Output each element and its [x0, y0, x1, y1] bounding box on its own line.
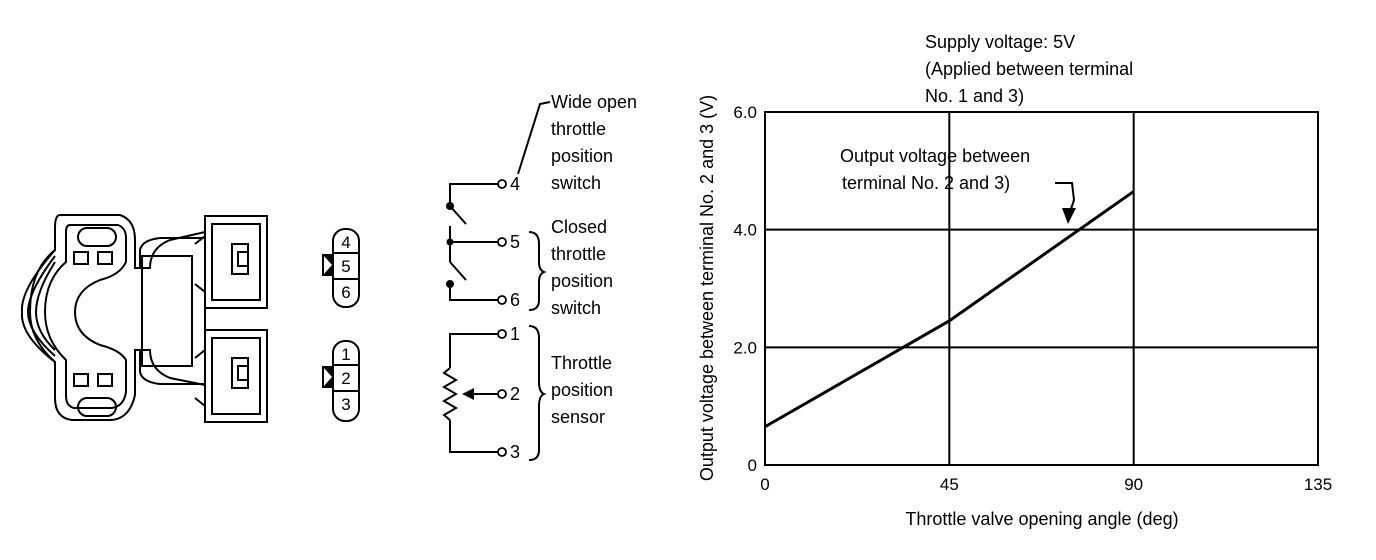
- x-tick-labels: 0 45 90 135: [760, 475, 1332, 494]
- circuit-schematic: 4 5 6 1 2 3 Wide open throttle position …: [442, 92, 642, 462]
- y-tick-label: 0: [748, 456, 757, 475]
- pin-label: 3: [341, 395, 350, 414]
- terminal-label: 2: [510, 384, 520, 404]
- terminal-label: 3: [510, 442, 520, 462]
- x-axis-label: Throttle valve opening angle (deg): [905, 509, 1178, 529]
- line-annotation: Output voltage between terminal No. 2 an…: [840, 146, 1076, 224]
- y-tick-label: 6.0: [733, 103, 757, 122]
- pin-label: 6: [341, 283, 350, 302]
- y-tick-labels: 0 2.0 4.0 6.0: [733, 103, 757, 475]
- output-voltage-line: [764, 190, 1135, 429]
- sensor-label: Throttle position sensor: [551, 353, 618, 427]
- grid: [765, 112, 1318, 465]
- pin-group-upper: 4 5 6: [322, 228, 360, 308]
- y-tick-label: 4.0: [733, 221, 757, 240]
- pin-label: 2: [341, 369, 350, 388]
- closed-switch-label: Closed throttle position switch: [551, 217, 618, 318]
- pin-label: 5: [341, 257, 350, 276]
- terminal-label: 6: [510, 290, 520, 310]
- plot-frame: [764, 111, 1319, 466]
- pin-label: 1: [341, 345, 350, 364]
- series: [764, 190, 1135, 429]
- terminal-label: 4: [510, 174, 520, 194]
- x-tick-label: 90: [1124, 475, 1143, 494]
- y-tick-label: 2.0: [733, 338, 757, 357]
- y-axis-label: Output voltage between terminal No. 2 an…: [697, 95, 717, 481]
- x-tick-label: 0: [760, 475, 769, 494]
- output-voltage-chart: 0 45 90 135 0 2.0 4.0 6.0 Supply voltage: 5V (…: [697, 32, 1332, 529]
- terminal-label: 5: [510, 232, 520, 252]
- annotation-arrowhead: [1062, 208, 1076, 224]
- sensor-connector-drawing: [20, 214, 268, 423]
- annotation-text: Output voltage between terminal No. 2 an…: [840, 146, 1035, 193]
- terminal-label: 1: [510, 324, 520, 344]
- x-tick-label: 45: [940, 475, 959, 494]
- wide-open-switch-label: Wide open throttle position switch: [551, 92, 642, 193]
- pin-label: 4: [341, 233, 350, 252]
- x-tick-label: 135: [1304, 475, 1332, 494]
- pin-group-lower: 1 2 3: [322, 340, 360, 422]
- chart-title: Supply voltage: 5V (Applied between term…: [925, 32, 1138, 106]
